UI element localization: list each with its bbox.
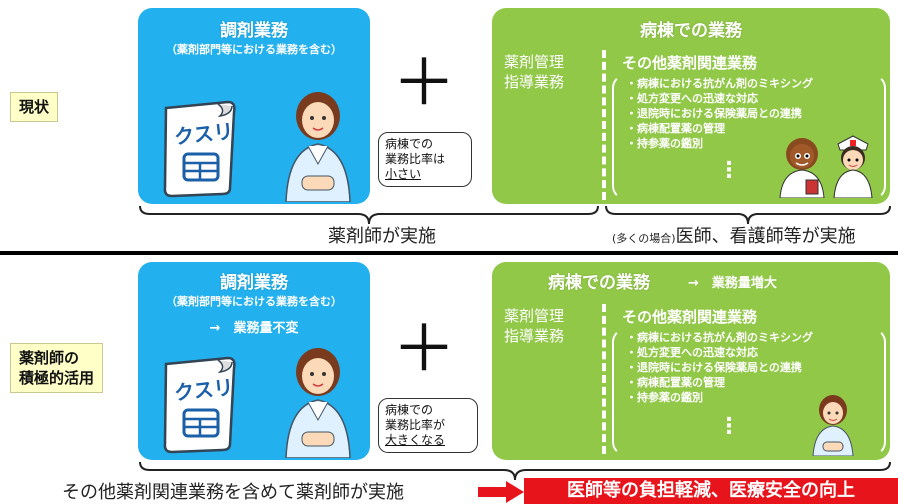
proposed-ratio-line3: 大きくなる — [385, 433, 446, 447]
current-other-label-small: (多くの場合) — [612, 232, 676, 245]
current-ratio-line3: 小さい — [385, 167, 422, 181]
proposed-ratio-line1: 病棟での — [385, 403, 434, 417]
proposed-ward-box: 病棟での業務 → 業務量増大 薬剤管理 指導業務 その他薬剤関連業務 病棟におけ… — [492, 262, 890, 460]
proposed-mgmt-line1: 薬剤管理 — [504, 307, 565, 325]
proposed-ratio-box: 病棟での 業務比率が 大きくなる — [378, 398, 478, 453]
current-pharmacist-label: 薬剤師が実施 — [328, 226, 436, 247]
current-ratio-line2: 業務比率は — [385, 152, 446, 166]
current-item-4: 病棟配置薬の管理 — [626, 121, 813, 136]
current-plus-sign: ＋ — [392, 47, 456, 121]
pharmacist-icon — [812, 395, 854, 456]
pharmacist-icon — [285, 92, 351, 202]
current-dispensing-title: 調剤業務 — [220, 21, 288, 41]
proposed-dispensing-note: → 業務量不変 — [209, 321, 299, 336]
proposed-item-list: 病棟における抗がん剤のミキシング 処方変更への迅速な対応 退院時における保険薬局… — [626, 330, 813, 405]
current-ratio-line1: 病棟での — [385, 137, 434, 151]
current-other-brace — [605, 205, 891, 225]
proposed-mgmt-label: 薬剤管理 指導業務 — [504, 306, 564, 346]
kusuri-label: クスリ — [173, 118, 235, 150]
section-divider — [0, 251, 898, 255]
proposed-list-bracket — [612, 328, 886, 456]
medicine-bag-icon — [163, 100, 236, 198]
kusuri-label: クスリ — [173, 374, 235, 406]
current-list-bracket — [612, 74, 886, 200]
medicine-bag-icon — [163, 356, 236, 454]
proposed-ward-title: 病棟での業務 — [548, 273, 650, 293]
proposed-bottom-text: その他薬剤関連業務を含めて薬剤師が実施 — [62, 482, 404, 503]
proposed-other-title: その他薬剤関連業務 — [622, 308, 758, 326]
current-ward-box: 病棟での業務 薬剤管理 指導業務 その他薬剤関連業務 病棟における抗がん剤のミキ… — [492, 8, 890, 204]
current-item-3: 退院時における保険薬局との連携 — [626, 106, 813, 121]
current-other-label: (多くの場合)医師、看護師等が実施 — [612, 222, 856, 248]
proposed-item-5: 持参薬の鑑別 — [626, 390, 813, 405]
current-ellipsis: ⋮ — [718, 158, 740, 183]
proposed-all-brace — [139, 461, 891, 481]
proposed-dispensing-box: 調剤業務 （薬剤部門等における業務を含む） → 業務量不変 クスリ — [138, 262, 370, 460]
current-other-title: その他薬剤関連業務 — [622, 54, 758, 72]
nurse-icon — [833, 135, 873, 198]
current-item-1: 病棟における抗がん剤のミキシング — [626, 76, 813, 91]
proposed-row-label-1: 薬剤師の — [19, 349, 80, 367]
current-mgmt-label: 薬剤管理 指導業務 — [504, 52, 564, 92]
proposed-item-4: 病棟配置薬の管理 — [626, 375, 813, 390]
current-dispensing-subtitle: （薬剤部門等における業務を含む） — [166, 43, 342, 56]
proposed-ratio-line2: 業務比率が — [385, 418, 446, 432]
proposed-dashed-divider — [602, 304, 606, 454]
current-dashed-divider — [602, 50, 606, 200]
current-mgmt-line1: 薬剤管理 — [504, 53, 565, 71]
current-item-2: 処方変更への迅速な対応 — [626, 91, 813, 106]
current-item-5: 持参薬の鑑別 — [626, 136, 813, 151]
proposed-dispensing-title: 調剤業務 — [220, 273, 288, 293]
proposed-item-3: 退院時における保険薬局との連携 — [626, 360, 813, 375]
proposed-item-2: 処方変更への迅速な対応 — [626, 345, 813, 360]
proposed-dispensing-subtitle: （薬剤部門等における業務を含む） — [166, 295, 342, 308]
current-mgmt-line2: 指導業務 — [504, 73, 565, 91]
pharmacist-icon — [285, 348, 351, 458]
current-dispensing-box: 調剤業務 （薬剤部門等における業務を含む） クスリ — [138, 8, 370, 204]
current-ratio-box: 病棟での 業務比率は 小さい — [378, 132, 472, 187]
doctor-icon — [779, 138, 825, 198]
proposed-plus-sign: ＋ — [392, 313, 456, 387]
proposed-ellipsis: ⋮ — [718, 414, 740, 439]
proposed-mgmt-line2: 指導業務 — [504, 327, 565, 345]
proposed-row-label-2: 積極的活用 — [19, 369, 95, 387]
current-other-label-main: 医師、看護師等が実施 — [675, 226, 856, 247]
proposed-row-label: 薬剤師の 積極的活用 — [10, 343, 104, 393]
result-banner: 医師等の負担軽減、医療安全の向上 — [524, 478, 898, 504]
current-item-list: 病棟における抗がん剤のミキシング 処方変更への迅速な対応 退院時における保険薬局… — [626, 76, 813, 151]
current-ward-title: 病棟での業務 — [640, 21, 742, 41]
proposed-item-1: 病棟における抗がん剤のミキシング — [626, 330, 813, 345]
proposed-ward-note: → 業務量増大 — [688, 276, 777, 291]
current-pharmacist-brace — [139, 205, 599, 225]
result-arrow-icon — [478, 481, 524, 503]
current-row-label: 現状 — [10, 92, 59, 122]
